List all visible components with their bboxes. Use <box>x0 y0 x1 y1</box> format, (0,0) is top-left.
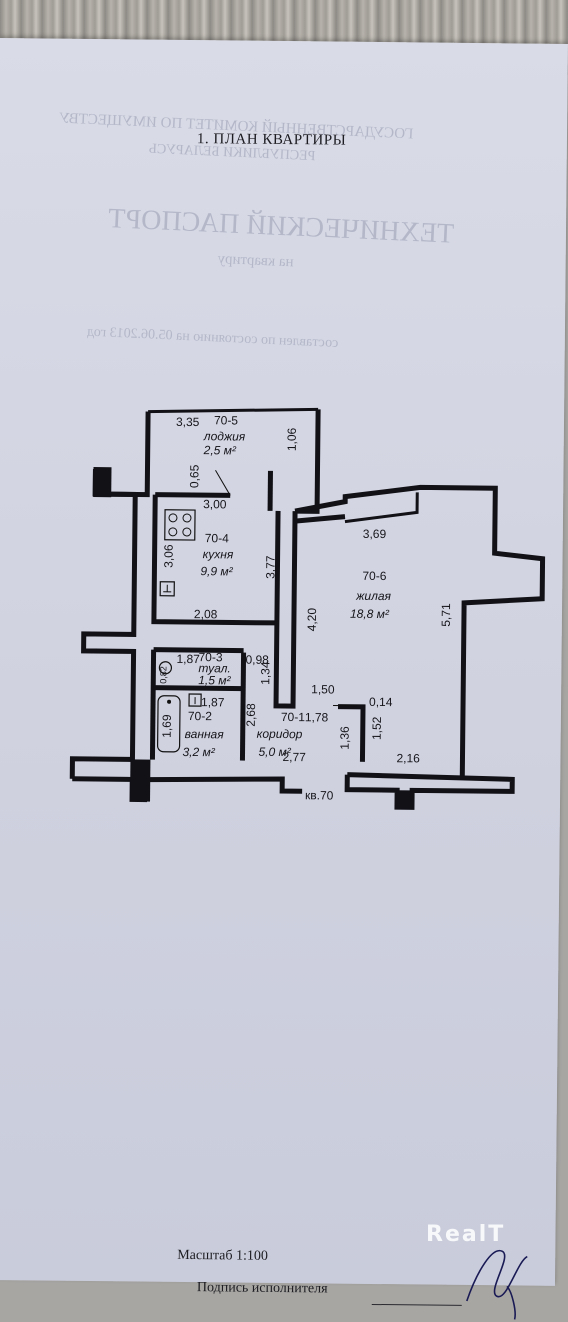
wall <box>295 516 345 522</box>
room-id: 70-6 <box>362 569 386 583</box>
room-id: 70-4 <box>205 531 229 545</box>
room-name: жилая <box>355 589 392 603</box>
room-name: кухня <box>203 547 234 561</box>
dimension: 3,69 <box>363 527 387 541</box>
wall <box>295 409 318 511</box>
scale-label: Масштаб 1:100 <box>177 1248 268 1265</box>
dimension: 5,71 <box>439 603 453 627</box>
room-name: коридор <box>257 727 303 741</box>
document-page: ГОСУДАРСТВЕННЫЙ КОМИТЕТ ПО ИМУЩЕСТВУ РЕС… <box>0 38 568 1286</box>
room-name: ванная <box>185 727 225 741</box>
wall <box>147 778 302 792</box>
room-area: 1,5 м² <box>198 673 231 687</box>
room-area: 9,9 м² <box>200 564 233 578</box>
dimension: 3,35 <box>176 415 200 429</box>
floor-plan: 70-5 лоджия 2,5 м² 70-4 кухня 9,9 м² 70-… <box>0 38 568 1284</box>
dimension: 0,65 <box>187 464 201 488</box>
wall <box>72 469 135 780</box>
room-area: 2,5 м² <box>203 443 237 457</box>
dimension: 1,34 <box>258 661 272 685</box>
room-name: лоджия <box>203 429 246 443</box>
signature-label: Подпись исполнителя <box>197 1280 328 1297</box>
wall-block <box>130 759 150 801</box>
sink-icon <box>160 582 174 596</box>
dimension: 3,77 <box>263 555 277 579</box>
wall-block <box>396 790 410 808</box>
watermark-logo: RealT <box>426 1222 505 1247</box>
wall <box>276 511 295 706</box>
wall-block <box>93 467 111 497</box>
dimension: 2,68 <box>244 703 258 727</box>
room-area: 3,2 м² <box>182 745 215 759</box>
dimension: 1,78 <box>305 710 329 724</box>
dimension: 3,00 <box>203 497 227 511</box>
dimension: 1,52 <box>370 716 384 740</box>
dimension: 0,82 <box>158 666 168 684</box>
dimension: 1,36 <box>338 726 352 750</box>
wall <box>155 495 230 496</box>
dimension: 1,50 <box>311 682 335 696</box>
dimension: 1,87 <box>201 695 225 709</box>
wall <box>347 775 512 809</box>
room-id: 70-5 <box>214 413 238 427</box>
signature-line <box>372 1304 462 1306</box>
dimension: 0,14 <box>369 695 393 709</box>
wall <box>292 486 543 779</box>
dimension: 4,20 <box>305 608 319 632</box>
dimension: 2,16 <box>396 751 420 765</box>
wall <box>153 688 243 689</box>
washbasin-icon <box>189 694 201 706</box>
dimension: 1,06 <box>285 427 299 451</box>
dimension: 3,06 <box>161 544 175 568</box>
dimension: 2,08 <box>194 607 218 621</box>
wall <box>152 650 153 760</box>
dimension: 2,77 <box>282 750 306 764</box>
room-area: 18,8 м² <box>350 607 390 621</box>
room-id: 70-2 <box>188 709 212 723</box>
dimension: 1,69 <box>160 714 174 738</box>
room-id: 70-1 <box>281 710 305 724</box>
stove-icon <box>165 510 195 540</box>
door-swing <box>215 470 230 495</box>
apartment-number: кв.70 <box>305 788 334 802</box>
dimension: 1,87 <box>176 652 200 666</box>
